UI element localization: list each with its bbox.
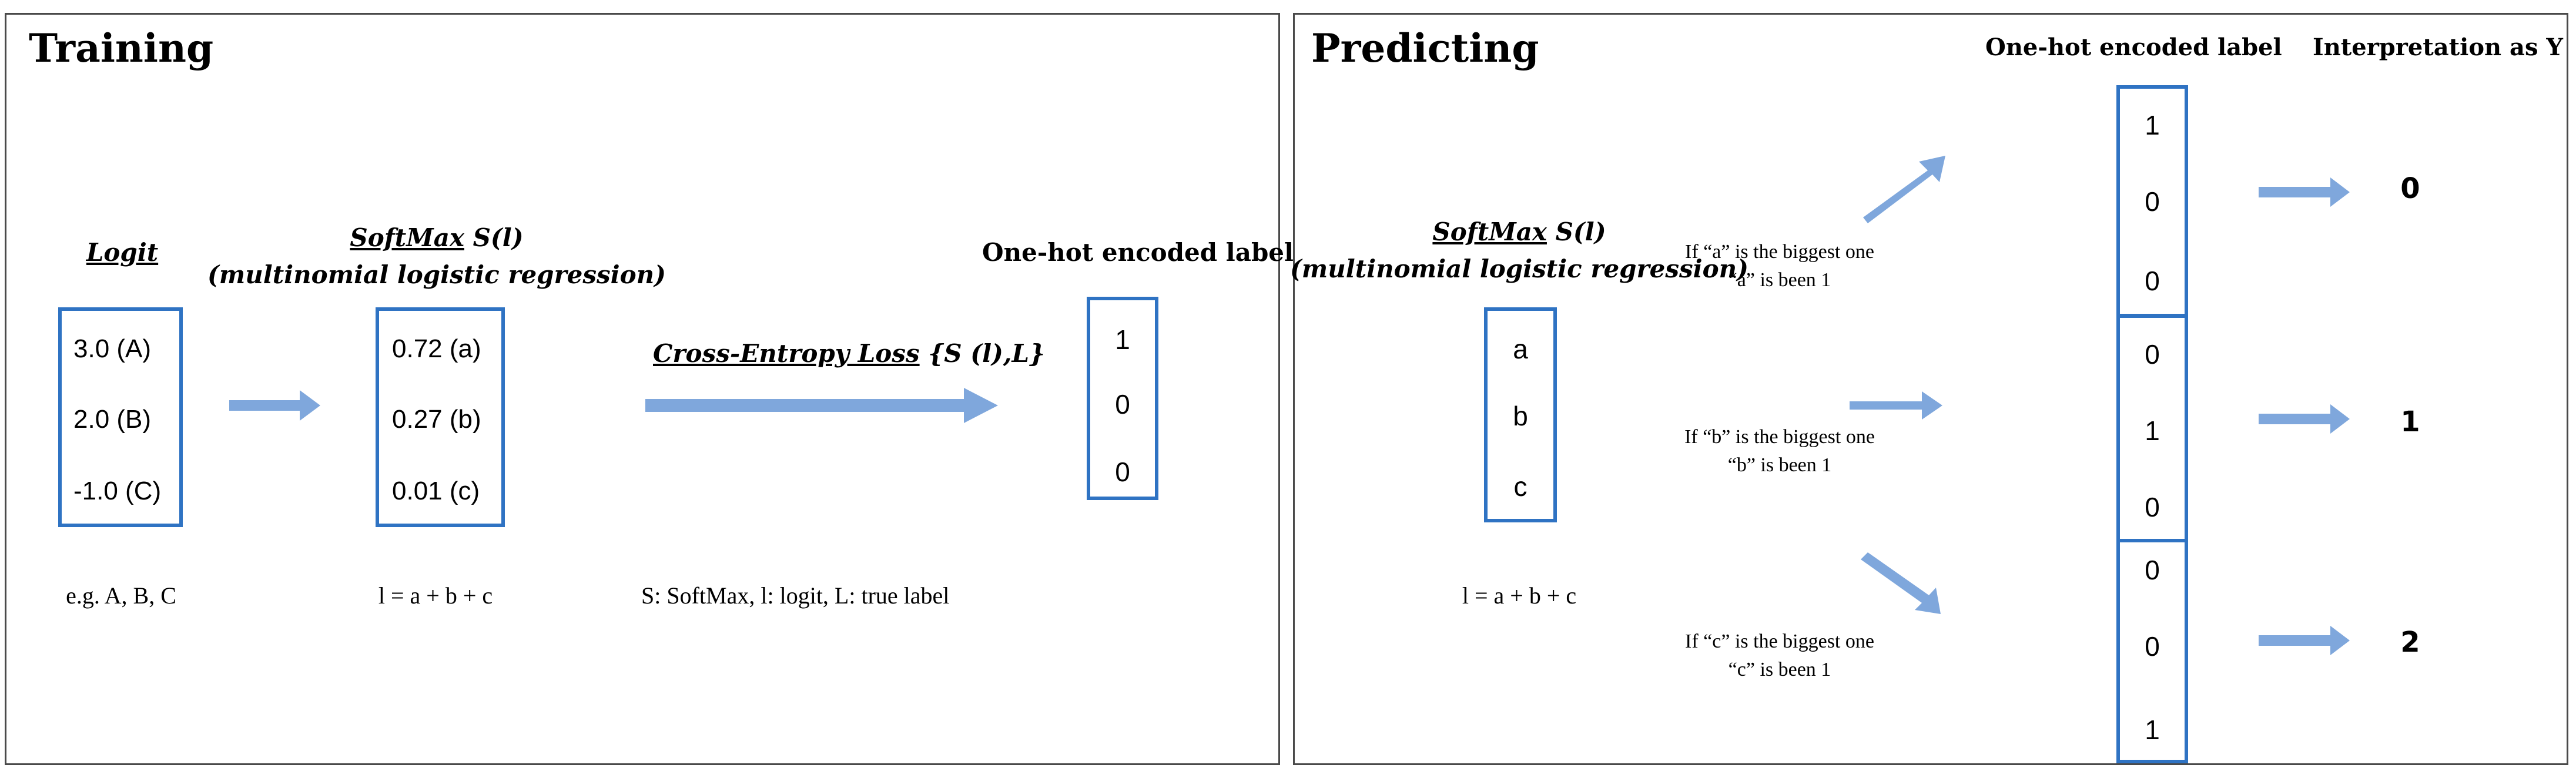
arrow-logit-to-softmax xyxy=(229,390,320,421)
softmax-caption: l = a + b + c xyxy=(378,582,493,609)
onehot-value: 0 xyxy=(2145,339,2160,370)
arrow-rule-b xyxy=(1850,391,1942,420)
logit-header: Logit xyxy=(86,238,158,267)
softmax-box: 0.72 (a) 0.27 (b) 0.01 (c) xyxy=(376,307,505,527)
logit-value: 3.0 (A) xyxy=(73,334,152,363)
onehot-value: 1 xyxy=(1115,324,1130,355)
onehot-value: 1 xyxy=(2145,110,2160,140)
rule-a-line1: If “a” is the biggest one xyxy=(1685,241,1874,263)
onehot-value: 0 xyxy=(1115,457,1130,487)
onehot-value: 1 xyxy=(2145,715,2160,745)
y-value-2: 2 xyxy=(2400,626,2420,659)
pred-onehot-box-c: 0 0 1 xyxy=(2116,539,2188,763)
logit-value: 2.0 (B) xyxy=(73,405,152,434)
interpretation-header: Interpretation as Y xyxy=(2313,33,2563,61)
logit-caption: e.g. A, B, C xyxy=(66,582,176,609)
logit-box: 3.0 (A) 2.0 (B) -1.0 (C) xyxy=(58,307,183,527)
softmax-value: 0.72 (a) xyxy=(392,334,481,363)
pred-softmax-value: a xyxy=(1513,334,1528,364)
arrow-rule-a xyxy=(1863,156,1945,223)
pred-softmax-value: b xyxy=(1513,401,1528,431)
onehot-value: 0 xyxy=(1115,389,1130,420)
predicting-onehot-header: One-hot encoded label xyxy=(1985,33,2282,61)
rule-a-line2: “a” is been 1 xyxy=(1728,269,1831,291)
softmax-header: SoftMax S(l) xyxy=(350,223,523,252)
predicting-panel: Predicting One-hot encoded label Interpr… xyxy=(1289,13,2568,765)
rule-c-line2: “c” is been 1 xyxy=(1728,659,1831,680)
softmax-value: 0.27 (b) xyxy=(392,405,481,434)
arrow-to-y2 xyxy=(2259,626,2350,655)
softmax-header-rest: S(l) xyxy=(464,223,524,252)
training-onehot-box: 1 0 0 xyxy=(1087,297,1158,500)
loss-label-rest: {S (l),L} xyxy=(919,339,1046,368)
softmax-subheader: (multinomial logistic regression) xyxy=(207,260,666,289)
loss-label: Cross-Entropy Loss {S (l),L} xyxy=(653,339,1045,368)
arrow-cross-entropy xyxy=(645,388,998,423)
rule-c-line1: If “c” is the biggest one xyxy=(1685,631,1874,652)
arrow-to-y0 xyxy=(2259,177,2350,207)
softmax-header-underlined: SoftMax xyxy=(350,223,464,252)
loss-label-underlined: Cross-Entropy Loss xyxy=(653,339,920,368)
predicting-title: Predicting xyxy=(1311,25,1539,71)
training-title: Training xyxy=(29,25,214,71)
onehot-value: 0 xyxy=(2145,266,2160,296)
arrow-rule-c xyxy=(1861,552,1941,614)
pred-softmax-subheader: (multinomial logistic regression) xyxy=(1289,254,1749,283)
pred-softmax-caption: l = a + b + c xyxy=(1462,582,1577,609)
arrow-to-y1 xyxy=(2259,404,2350,434)
pred-softmax-value: c xyxy=(1513,471,1527,502)
rule-b-line1: If “b” is the biggest one xyxy=(1684,426,1875,448)
onehot-value: 0 xyxy=(2145,631,2160,662)
pred-softmax-header-underlined: SoftMax xyxy=(1432,217,1547,246)
y-value-0: 0 xyxy=(2400,172,2420,205)
onehot-value: 0 xyxy=(2145,492,2160,522)
pred-softmax-header: SoftMax S(l) xyxy=(1432,217,1606,246)
pred-onehot-box-a: 1 0 0 xyxy=(2116,85,2188,317)
pred-softmax-header-rest: S(l) xyxy=(1546,217,1606,246)
logit-value: -1.0 (C) xyxy=(73,477,162,505)
onehot-value: 0 xyxy=(2145,555,2160,585)
rule-b-line2: “b” is been 1 xyxy=(1727,454,1832,476)
logit-header-text: Logit xyxy=(86,238,159,267)
onehot-value: 1 xyxy=(2145,415,2160,446)
loss-caption: S: SoftMax, l: logit, L: true label xyxy=(641,582,950,609)
training-panel: Training Logit 3.0 (A) 2.0 (B) -1.0 (C) … xyxy=(5,13,1294,765)
pred-softmax-box: a b c xyxy=(1484,307,1557,522)
training-onehot-header: One-hot encoded label xyxy=(982,238,1294,267)
softmax-value: 0.01 (c) xyxy=(392,477,480,505)
onehot-value: 0 xyxy=(2145,186,2160,217)
y-value-1: 1 xyxy=(2400,405,2420,438)
pred-onehot-box-b: 0 1 0 xyxy=(2116,314,2188,542)
